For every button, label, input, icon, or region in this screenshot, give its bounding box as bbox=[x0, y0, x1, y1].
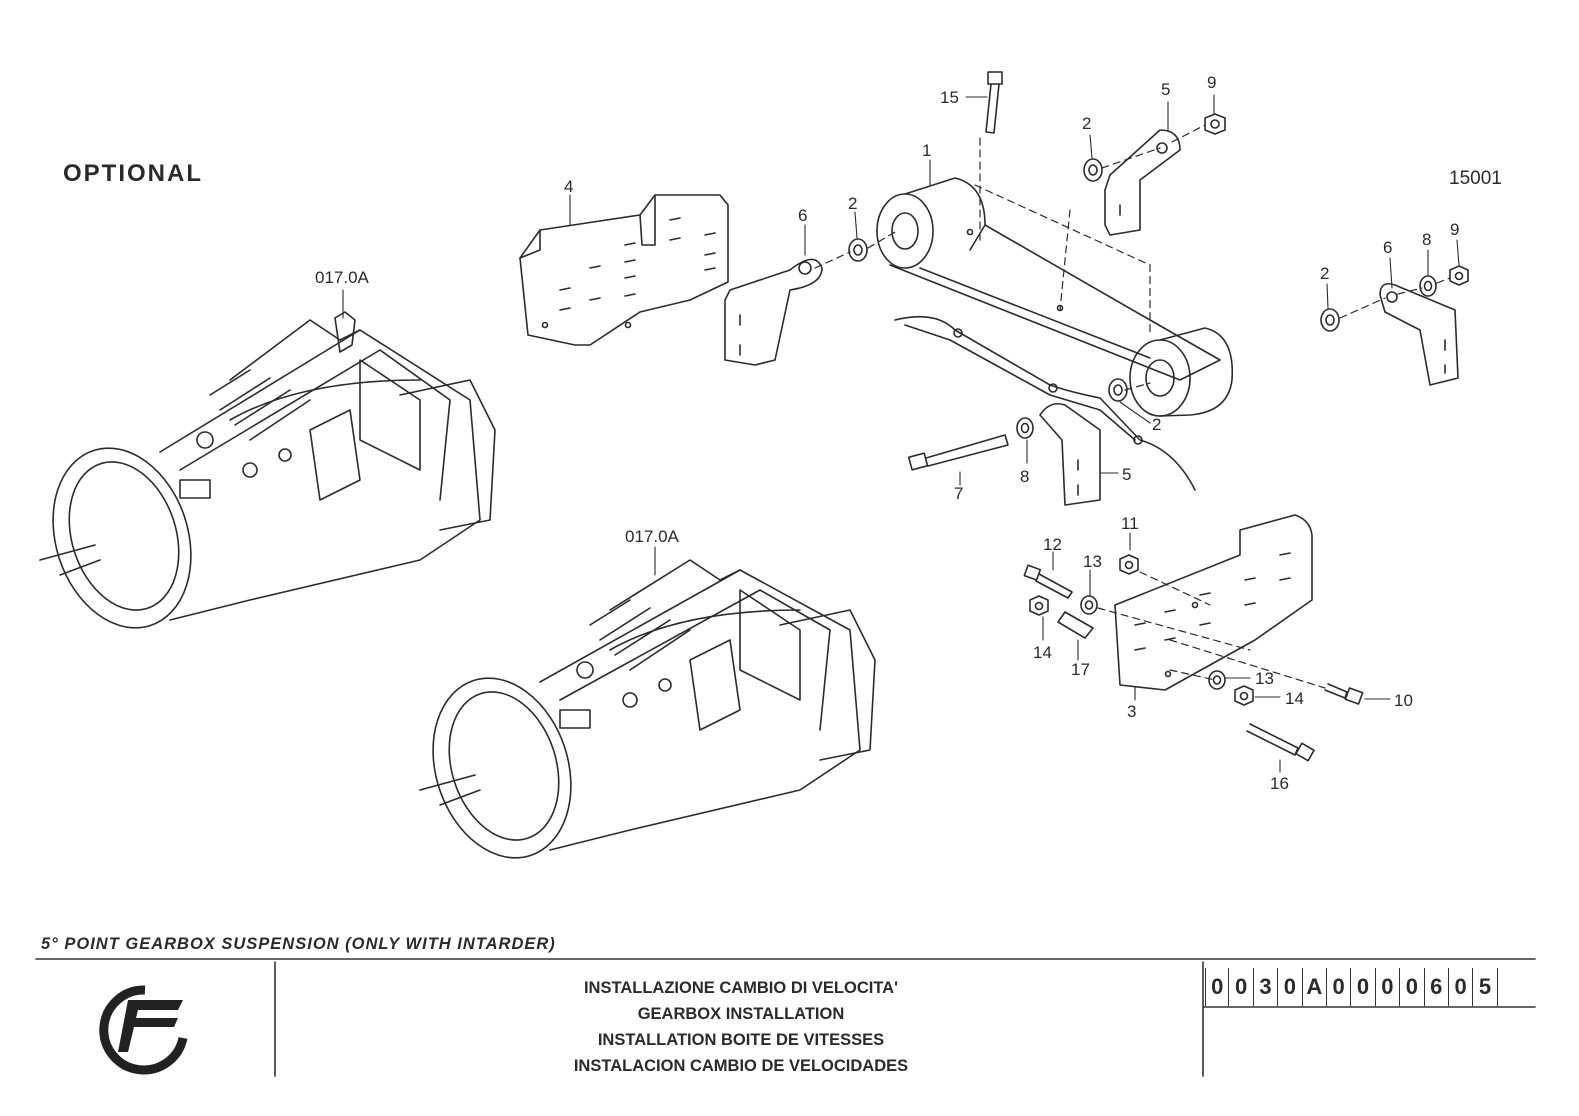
group-label: 017.0A bbox=[625, 527, 679, 546]
title-italian: INSTALLAZIONE CAMBIO DI VELOCITA' bbox=[583, 979, 899, 997]
code-character: 0 bbox=[1278, 968, 1303, 1006]
callout-number: 6 bbox=[1383, 238, 1393, 257]
code-character: 6 bbox=[1425, 968, 1449, 1006]
title-block-lines bbox=[35, 958, 1536, 1077]
callout-number: 7 bbox=[954, 484, 964, 503]
gearbox-assembly-lower bbox=[419, 559, 876, 859]
optional-label: OPTIONAL bbox=[63, 160, 203, 187]
callout-number: 8 bbox=[1020, 467, 1030, 486]
part-4-bracket-plate bbox=[519, 194, 729, 346]
callout-number: 9 bbox=[1207, 73, 1217, 92]
assembly-dashed-lines bbox=[814, 124, 1451, 689]
callout-number: 2 bbox=[1320, 264, 1330, 283]
callout-number: 3 bbox=[1127, 702, 1137, 721]
callout-number: 1 bbox=[922, 141, 932, 160]
code-character: 3 bbox=[1254, 968, 1279, 1006]
title-spanish: INSTALACION CAMBIO DE VELOCIDADES bbox=[573, 1057, 909, 1075]
callout-number: 2 bbox=[1152, 415, 1162, 434]
part-1-crossmember bbox=[876, 177, 1234, 417]
washers-and-nuts bbox=[848, 113, 1469, 706]
callout-number: 15 bbox=[940, 88, 959, 107]
code-character: 0 bbox=[1327, 968, 1352, 1006]
part-5-bracket-upper bbox=[1104, 129, 1181, 236]
callout-number: 2 bbox=[848, 194, 858, 213]
code-character: 0 bbox=[1351, 968, 1376, 1006]
callout-number: 13 bbox=[1255, 669, 1274, 688]
callout-number: 10 bbox=[1394, 691, 1413, 710]
callout-number: 8 bbox=[1422, 230, 1432, 249]
code-character: 0 bbox=[1400, 968, 1425, 1006]
callout-number: 14 bbox=[1285, 689, 1304, 708]
callout-number: 6 bbox=[798, 206, 808, 225]
code-character: 0 bbox=[1376, 968, 1401, 1006]
part-6-link-bracket-left bbox=[724, 258, 823, 366]
callout-number: 14 bbox=[1033, 643, 1052, 662]
callout-number: 4 bbox=[564, 177, 574, 196]
callout-number: 13 bbox=[1083, 552, 1102, 571]
callout-number: 16 bbox=[1270, 774, 1289, 793]
code-character: 0 bbox=[1229, 968, 1254, 1006]
callout-number: 9 bbox=[1450, 220, 1460, 239]
callout-number: 5 bbox=[1122, 465, 1132, 484]
callout-number: 11 bbox=[1121, 514, 1139, 533]
callout-leader-lines bbox=[342, 94, 1460, 773]
fasteners bbox=[907, 71, 1364, 762]
code-character: A bbox=[1303, 968, 1327, 1006]
callout-number: 17 bbox=[1071, 660, 1090, 679]
callout-number: 5 bbox=[1161, 80, 1171, 99]
code-character: 5 bbox=[1473, 968, 1498, 1006]
callout-number: 2 bbox=[1082, 114, 1092, 133]
chassis-frame-outline bbox=[894, 315, 1196, 491]
callout-number: 12 bbox=[1043, 535, 1062, 554]
part-5-bracket-lower bbox=[1039, 402, 1101, 506]
part-6-link-bracket-right bbox=[1379, 282, 1459, 386]
title-french: INSTALLATION BOITE DE VITESSES bbox=[597, 1031, 885, 1049]
part-3-mounting-plate bbox=[1114, 514, 1313, 691]
drawing-reference-number: 15001 bbox=[1449, 168, 1502, 189]
group-label: 017.0A bbox=[315, 268, 369, 287]
title-english: GEARBOX INSTALLATION bbox=[637, 1005, 845, 1023]
code-character: 0 bbox=[1449, 968, 1474, 1006]
gearbox-assembly-upper bbox=[39, 311, 496, 629]
code-character: 0 bbox=[1205, 968, 1230, 1006]
company-logo bbox=[99, 985, 188, 1075]
section-title: 5° POINT GEARBOX SUSPENSION (ONLY WITH I… bbox=[41, 935, 556, 953]
